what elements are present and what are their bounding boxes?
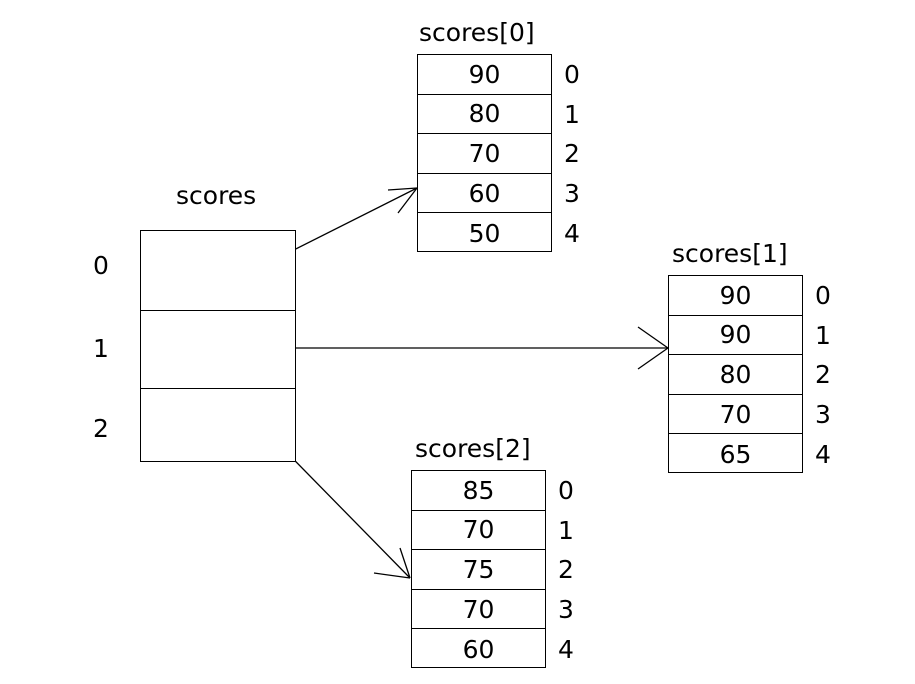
pointer-array-cell[interactable] — [141, 311, 295, 389]
pointer-array-index-1: 1 — [93, 334, 109, 363]
array-2-index-0: 0 — [558, 476, 574, 505]
arrow-scores-1 — [252, 326, 669, 370]
pointer-array-cell[interactable] — [141, 389, 295, 461]
array-1-index-2: 2 — [815, 360, 831, 389]
array-0-index-4: 4 — [564, 219, 580, 248]
pointer-array-box — [140, 230, 296, 462]
pointer-array-title: scores — [176, 181, 257, 210]
array-2-cell[interactable]: 70 — [412, 590, 545, 630]
array-2-index-2: 2 — [558, 555, 574, 584]
array-1-cell[interactable]: 65 — [719, 439, 752, 469]
pointer-array-index-2: 2 — [93, 414, 109, 443]
array-1-index-4: 4 — [815, 440, 831, 469]
array-2-cell[interactable]: 70 — [412, 511, 545, 551]
array-1-cell[interactable]: 90 — [669, 316, 802, 356]
array-2-index-1: 1 — [558, 516, 574, 545]
array-0-cell[interactable]: 80 — [418, 95, 551, 135]
array-1-index-0: 0 — [815, 281, 831, 310]
array-1-box: 90 90 80 70 65 — [668, 275, 803, 473]
pointer-array-index-0: 0 — [93, 251, 109, 280]
array-0-index-3: 3 — [564, 179, 580, 208]
array-2-index-3: 3 — [558, 595, 574, 624]
pointer-array-cell[interactable] — [141, 231, 295, 311]
array-2-box: 85 70 75 70 60 — [411, 470, 546, 668]
array-2-cell[interactable]: 75 — [412, 550, 545, 590]
array-1-cell[interactable]: 80 — [669, 355, 802, 395]
array-0-title: scores[0] — [419, 18, 535, 47]
array-0-box: 90 80 70 60 50 — [417, 54, 552, 252]
array-1-index-3: 3 — [815, 400, 831, 429]
array-0-cell[interactable]: 50 — [468, 218, 501, 248]
array-2-cell[interactable]: 85 — [412, 471, 545, 511]
array-1-cell[interactable]: 90 — [669, 276, 802, 316]
array-1-cell[interactable]: 70 — [669, 395, 802, 435]
array-0-index-2: 2 — [564, 139, 580, 168]
array-0-cell[interactable]: 90 — [418, 55, 551, 95]
array-1-index-1: 1 — [815, 321, 831, 350]
array-1-title: scores[1] — [672, 239, 788, 268]
array-2-cell[interactable]: 60 — [462, 634, 495, 664]
array-2-title: scores[2] — [415, 434, 531, 463]
array-2-index-4: 4 — [558, 635, 574, 664]
array-0-cell[interactable]: 70 — [418, 134, 551, 174]
array-0-index-1: 1 — [564, 100, 580, 129]
array-0-cell[interactable]: 60 — [418, 174, 551, 214]
array-0-index-0: 0 — [564, 60, 580, 89]
